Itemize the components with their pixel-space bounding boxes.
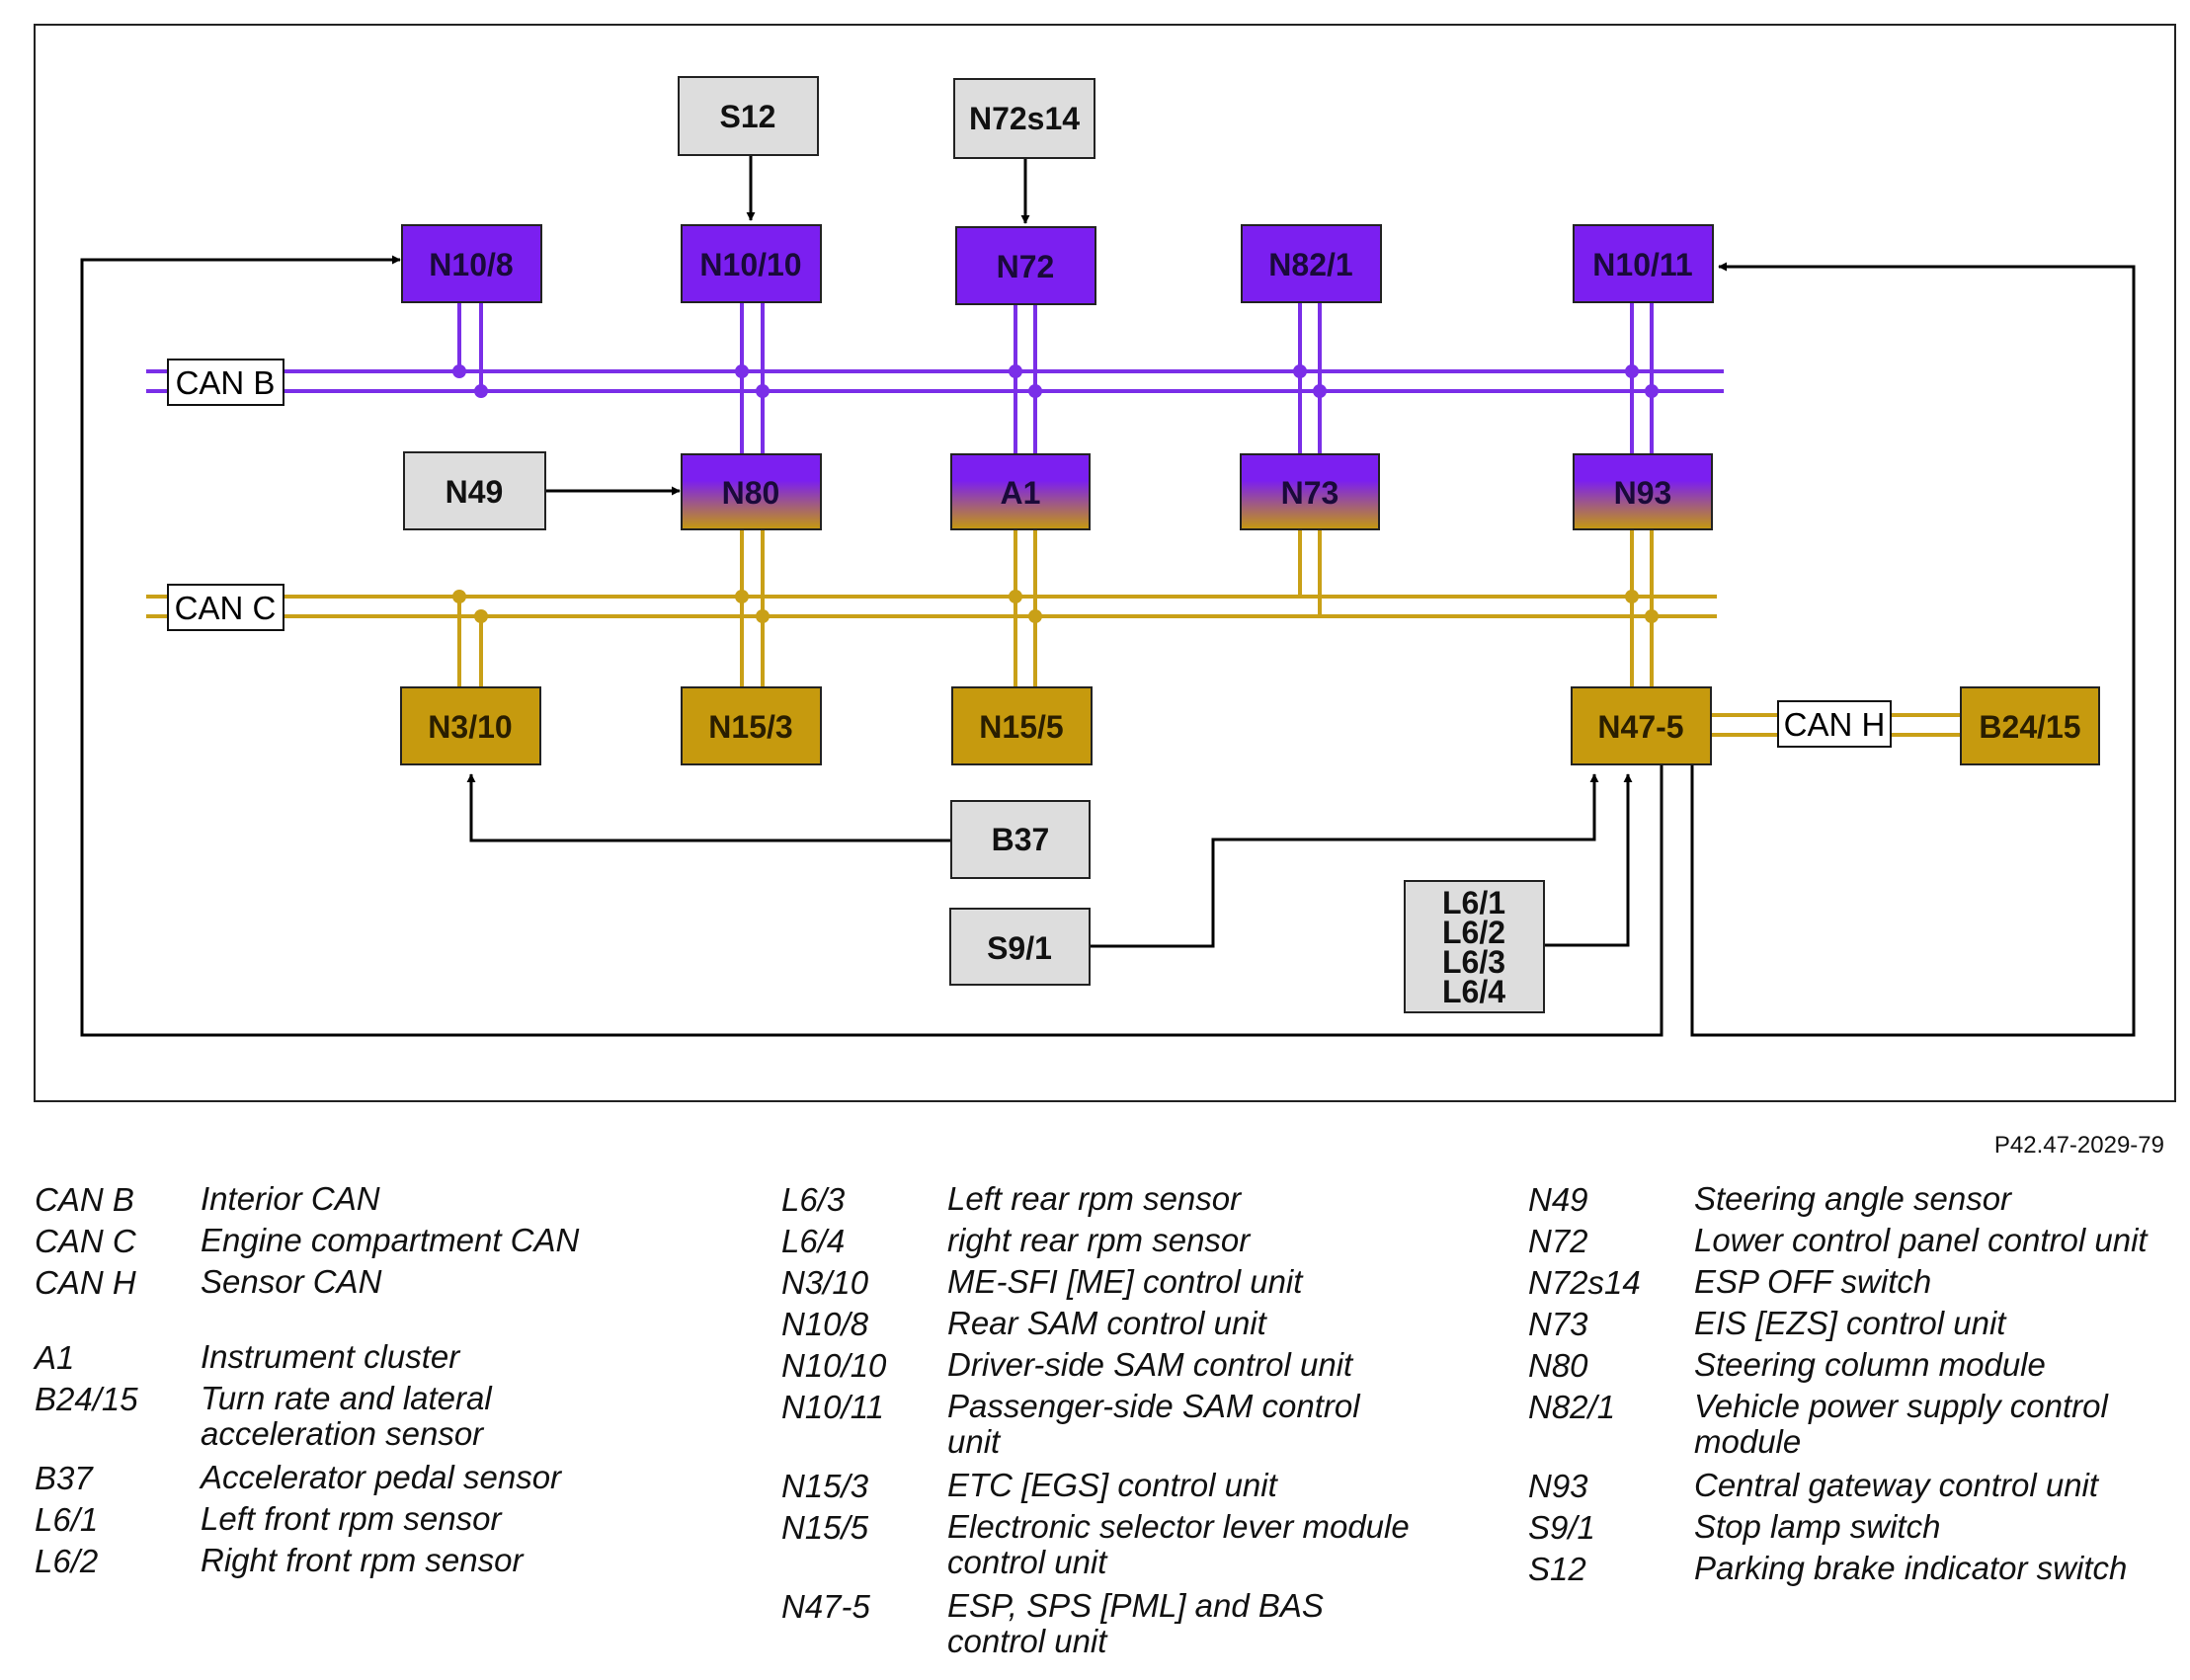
box-n72: N72 — [955, 226, 1096, 305]
svg-text:L6/2: L6/2 — [1442, 915, 1505, 950]
can-b-nodes — [452, 364, 1659, 398]
svg-text:N49: N49 — [446, 474, 504, 510]
box-n82-1: N82/1 — [1241, 224, 1382, 303]
svg-text:B37: B37 — [992, 822, 1050, 857]
svg-text:N15/3: N15/3 — [708, 709, 792, 745]
box-n15-3: N15/3 — [681, 686, 822, 765]
box-n10-11: N10/11 — [1573, 224, 1714, 303]
svg-text:L6/3: L6/3 — [1442, 944, 1505, 980]
can-c-nodes — [452, 590, 1659, 623]
svg-text:N15/5: N15/5 — [979, 709, 1063, 745]
svg-text:CAN C: CAN C — [175, 590, 277, 626]
can-b-bus — [146, 302, 1724, 454]
diagram-frame — [34, 24, 2176, 1102]
can-c-bus — [146, 528, 1961, 737]
box-b37: B37 — [950, 800, 1091, 879]
svg-text:N10/11: N10/11 — [1592, 247, 1692, 282]
svg-text:N10/8: N10/8 — [429, 247, 513, 282]
svg-text:N72s14: N72s14 — [969, 101, 1080, 136]
reference-code: P42.47-2029-79 — [1993, 1132, 2164, 1159]
box-n80: N80 — [681, 453, 822, 530]
svg-text:S9/1: S9/1 — [987, 930, 1052, 966]
svg-text:N47-5: N47-5 — [1597, 709, 1683, 745]
svg-text:B24/15: B24/15 — [1979, 709, 2080, 745]
svg-text:S12: S12 — [720, 99, 776, 134]
svg-text:L6/1: L6/1 — [1442, 885, 1505, 920]
box-s9-1: S9/1 — [949, 908, 1091, 986]
svg-text:A1: A1 — [1001, 475, 1041, 511]
box-n93: N93 — [1573, 453, 1713, 530]
box-n10-8: N10/8 — [401, 224, 542, 303]
can-b-label: CAN B — [167, 359, 284, 406]
svg-text:N82/1: N82/1 — [1268, 247, 1352, 282]
can-h-label: CAN H — [1777, 700, 1892, 748]
svg-text:L6/4: L6/4 — [1442, 974, 1505, 1009]
signal-lines — [80, 155, 2136, 1037]
box-s12: S12 — [678, 76, 819, 156]
svg-text:N93: N93 — [1614, 475, 1672, 511]
svg-text:N3/10: N3/10 — [428, 709, 512, 745]
box-b24-15: B24/15 — [1960, 686, 2100, 765]
box-n3-10: N3/10 — [400, 686, 541, 765]
svg-text:N10/10: N10/10 — [699, 247, 801, 282]
box-n73: N73 — [1240, 453, 1380, 530]
box-n15-5: N15/5 — [951, 686, 1093, 765]
box-n49: N49 — [403, 451, 546, 530]
box-a1: A1 — [950, 453, 1091, 530]
can-c-label: CAN C — [167, 584, 284, 631]
svg-text:CAN H: CAN H — [1784, 706, 1886, 743]
box-n10-10: N10/10 — [681, 224, 822, 303]
box-l6: L6/1 L6/2 L6/3 L6/4 — [1404, 880, 1545, 1013]
svg-text:CAN B: CAN B — [176, 364, 276, 401]
svg-text:N80: N80 — [722, 475, 780, 511]
box-n72s14: N72s14 — [953, 78, 1095, 159]
box-n47-5: N47-5 — [1571, 686, 1712, 765]
svg-text:N73: N73 — [1281, 475, 1339, 511]
svg-text:N72: N72 — [997, 249, 1055, 284]
